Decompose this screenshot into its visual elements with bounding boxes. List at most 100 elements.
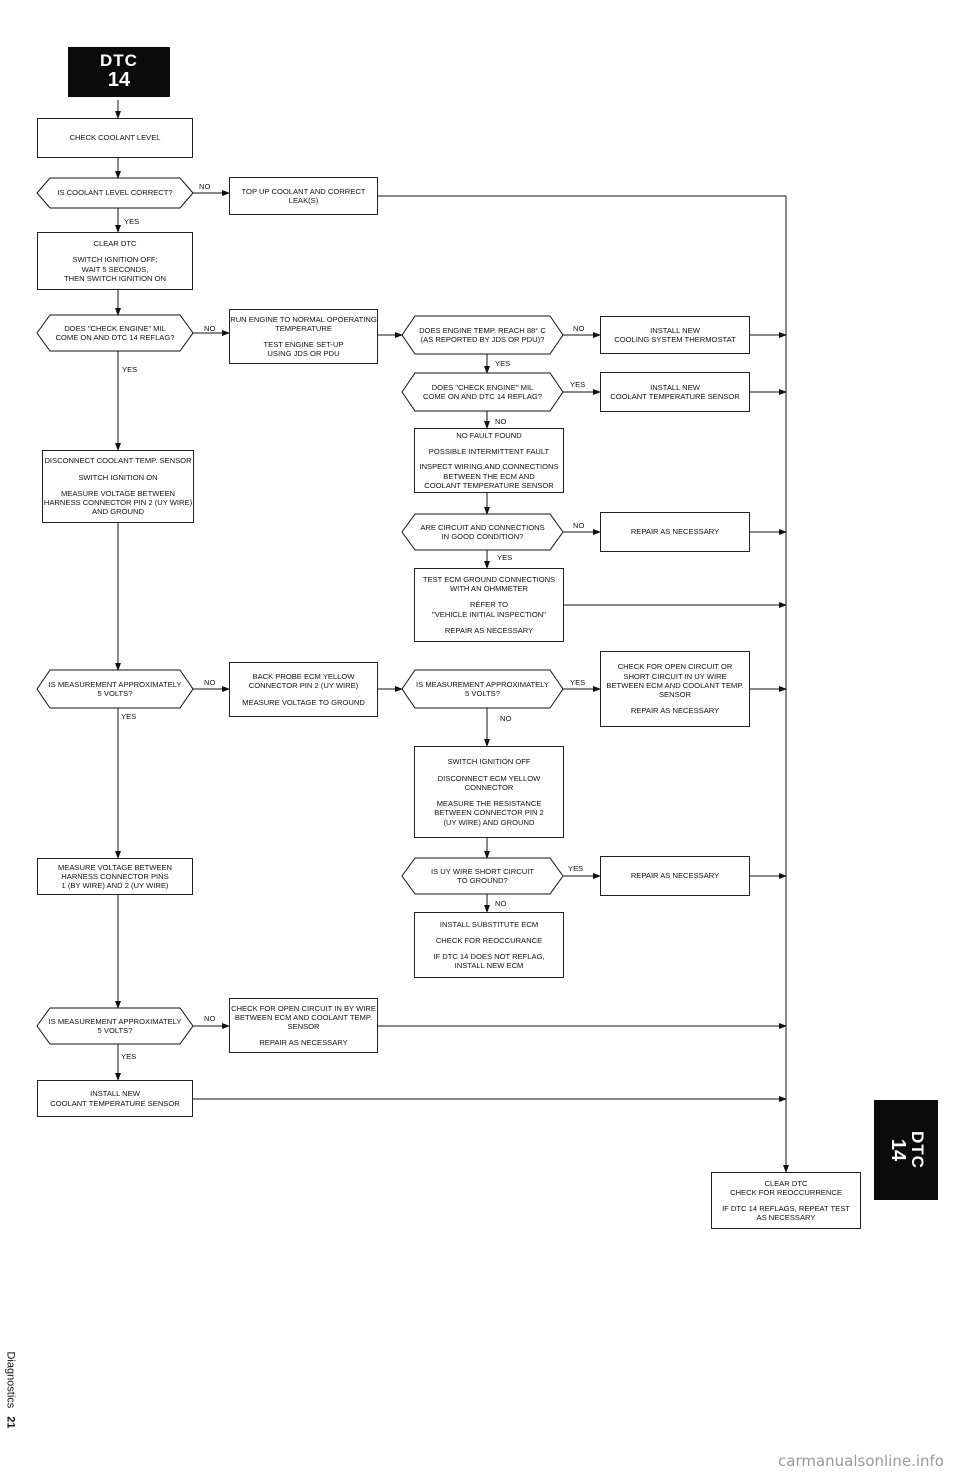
step-text-line: IS MEASUREMENT APPROXIMATELY	[416, 679, 549, 689]
label-yes: YES	[121, 1052, 137, 1061]
step-text-line: WITH AN OHMMETER	[449, 584, 529, 594]
step-text-line: WAIT 5 SECONDS,	[81, 264, 149, 274]
step-text-line: IF DTC 14 DOES NOT REFLAG,	[433, 952, 545, 961]
step-text-line: REPAIR AS NECESSARY	[630, 527, 720, 537]
dtc-side-tab: DTC 14	[874, 1100, 938, 1200]
step-text-line: REPAIR AS NECESSARY	[630, 871, 720, 881]
step-text-line: COOLANT TEMPERATURE SENSOR	[424, 480, 554, 490]
label-no: NO	[204, 1014, 216, 1023]
step-check-coolant-level: CHECK COOLANT LEVEL	[37, 118, 193, 158]
label-no: NO	[495, 417, 507, 426]
step-text-line: LEAK(S)	[288, 196, 319, 205]
step-text-line: 5 VOLTS?	[97, 689, 133, 698]
step-text-line: CHECK FOR REOCCURANCE	[435, 935, 543, 945]
step-text-line: REPAIR AS NECESSARY	[259, 1038, 348, 1048]
step-text-line: COOLANT TEMPERATURE SENSOR	[610, 392, 740, 401]
page-footer: Diagnostics 21	[4, 1340, 18, 1440]
step-text-line: COME ON AND DTC 14 REFLAG?	[423, 392, 542, 401]
step-text-line: BETWEEN ECM AND COOLANT TEMP.	[606, 680, 744, 690]
step-text-line: BETWEEN CONNECTOR PIN 2	[434, 808, 544, 818]
step-text-line: CHECK COOLANT LEVEL	[69, 133, 161, 143]
step-text-line: NO FAULT FOUND	[456, 431, 522, 440]
step-text-line: INSTALL NEW	[90, 1089, 140, 1099]
dtc-side-number: 14	[886, 1138, 909, 1162]
dtc-header-label: DTC	[100, 51, 138, 70]
dtc-side-label: DTC	[907, 1131, 927, 1169]
step-text-line: SWITCH IGNITION ON	[78, 472, 158, 482]
label-yes: YES	[497, 553, 513, 562]
step-text-line: 1 (BY WIRE) AND 2 (UY WIRE)	[61, 881, 169, 891]
step-text-line: INSTALL SUBSTITUTE ECM	[439, 919, 539, 929]
step-text-line: REPAIR AS NECESSARY	[630, 706, 720, 716]
step-text-line: CONNECTOR	[464, 782, 514, 792]
label-yes: YES	[122, 365, 138, 374]
step-text-line: USING JDS OR PDU	[267, 349, 340, 359]
step-text-line: INSTALL NEW	[650, 325, 700, 335]
step-repair-as-necessary-1: REPAIR AS NECESSARY	[600, 512, 750, 552]
step-text-line: COOLANT TEMPERATURE SENSOR	[50, 1098, 180, 1108]
label-yes: YES	[570, 380, 586, 389]
step-text-line: TOP UP COOLANT AND CORRECT	[241, 186, 366, 196]
label-no: NO	[199, 182, 211, 191]
step-text-line: INSPECT WIRING AND CONNECTIONS	[419, 462, 559, 472]
step-text-line: MEASURE THE RESISTANCE	[436, 799, 542, 808]
step-text-line: AND GROUND	[92, 507, 144, 517]
footer-page-number: 21	[5, 1416, 18, 1429]
footer-section: Diagnostics	[5, 1351, 18, 1409]
step-text-line: IS UY WIRE SHORT CIRCUIT	[431, 866, 534, 876]
step-text-line: CHECK FOR OPEN CIRCUIT IN BY WIRE	[231, 1003, 376, 1013]
step-text-line: DISCONNECT COOLANT TEMP. SENSOR	[44, 456, 192, 466]
step-text-line: TO GROUND?	[457, 876, 508, 885]
label-no: NO	[573, 324, 585, 333]
watermark: carmanualsonline.info	[778, 1452, 944, 1470]
step-text-line: (UY WIRE) AND GROUND	[443, 817, 535, 827]
label-no: NO	[204, 678, 216, 687]
step-text-line: HARNESS CONNECTOR PINS	[61, 871, 169, 881]
step-text-line: (AS REPORTED BY JDS OR PDU)?	[420, 335, 545, 344]
step-text-line: SHORT CIRCUIT IN UY WIRE	[623, 671, 727, 681]
label-no: NO	[495, 899, 507, 908]
dtc-header-tab: DTC 14	[68, 47, 170, 97]
step-text-line: IN GOOD CONDITION?	[441, 532, 524, 541]
dtc-header-number: 14	[107, 69, 131, 91]
step-text-line: RUN ENGINE TO NORMAL OPOERATING	[230, 314, 377, 324]
step-text-line: "VEHICLE INITIAL INSPECTION"	[432, 609, 546, 619]
step-text-line: CHECK FOR OPEN CIRCUIT OR	[617, 662, 733, 672]
label-yes: YES	[495, 359, 511, 368]
step-text-line: 5 VOLTS?	[465, 689, 500, 698]
label-yes: YES	[570, 678, 586, 687]
step-text-line: REPAIR AS NECESSARY	[444, 625, 534, 635]
step-text-line: POSSIBLE INTERMITTENT FAULT	[428, 446, 550, 456]
step-text-line: MEASURE VOLTAGE BETWEEN	[60, 488, 176, 498]
step-no-fault-found: NO FAULT FOUND POSSIBLE INTERMITTENT FAUL…	[414, 428, 564, 493]
step-text-line: COOLING SYSTEM THERMOSTAT	[614, 335, 736, 344]
label-no: NO	[500, 714, 512, 723]
step-text-line: TEMPERATURE	[275, 323, 332, 333]
step-text-line: CLEAR DTC	[764, 1178, 808, 1188]
step-text-line: SENSOR	[287, 1022, 320, 1031]
label-yes: YES	[568, 864, 584, 873]
step-text-line: 5 VOLTS?	[97, 1026, 133, 1035]
step-text-line: IS COOLANT LEVEL CORRECT?	[57, 188, 173, 198]
label-yes: YES	[124, 217, 140, 226]
step-text-line: IS MEASUREMENT APPROXIMATELY	[48, 679, 182, 689]
step-text-line: DOES ENGINE TEMP. REACH 88° C	[419, 325, 546, 335]
step-text-line: ARE CIRCUIT AND CONNECTIONS	[420, 522, 545, 532]
label-no: NO	[573, 521, 585, 530]
